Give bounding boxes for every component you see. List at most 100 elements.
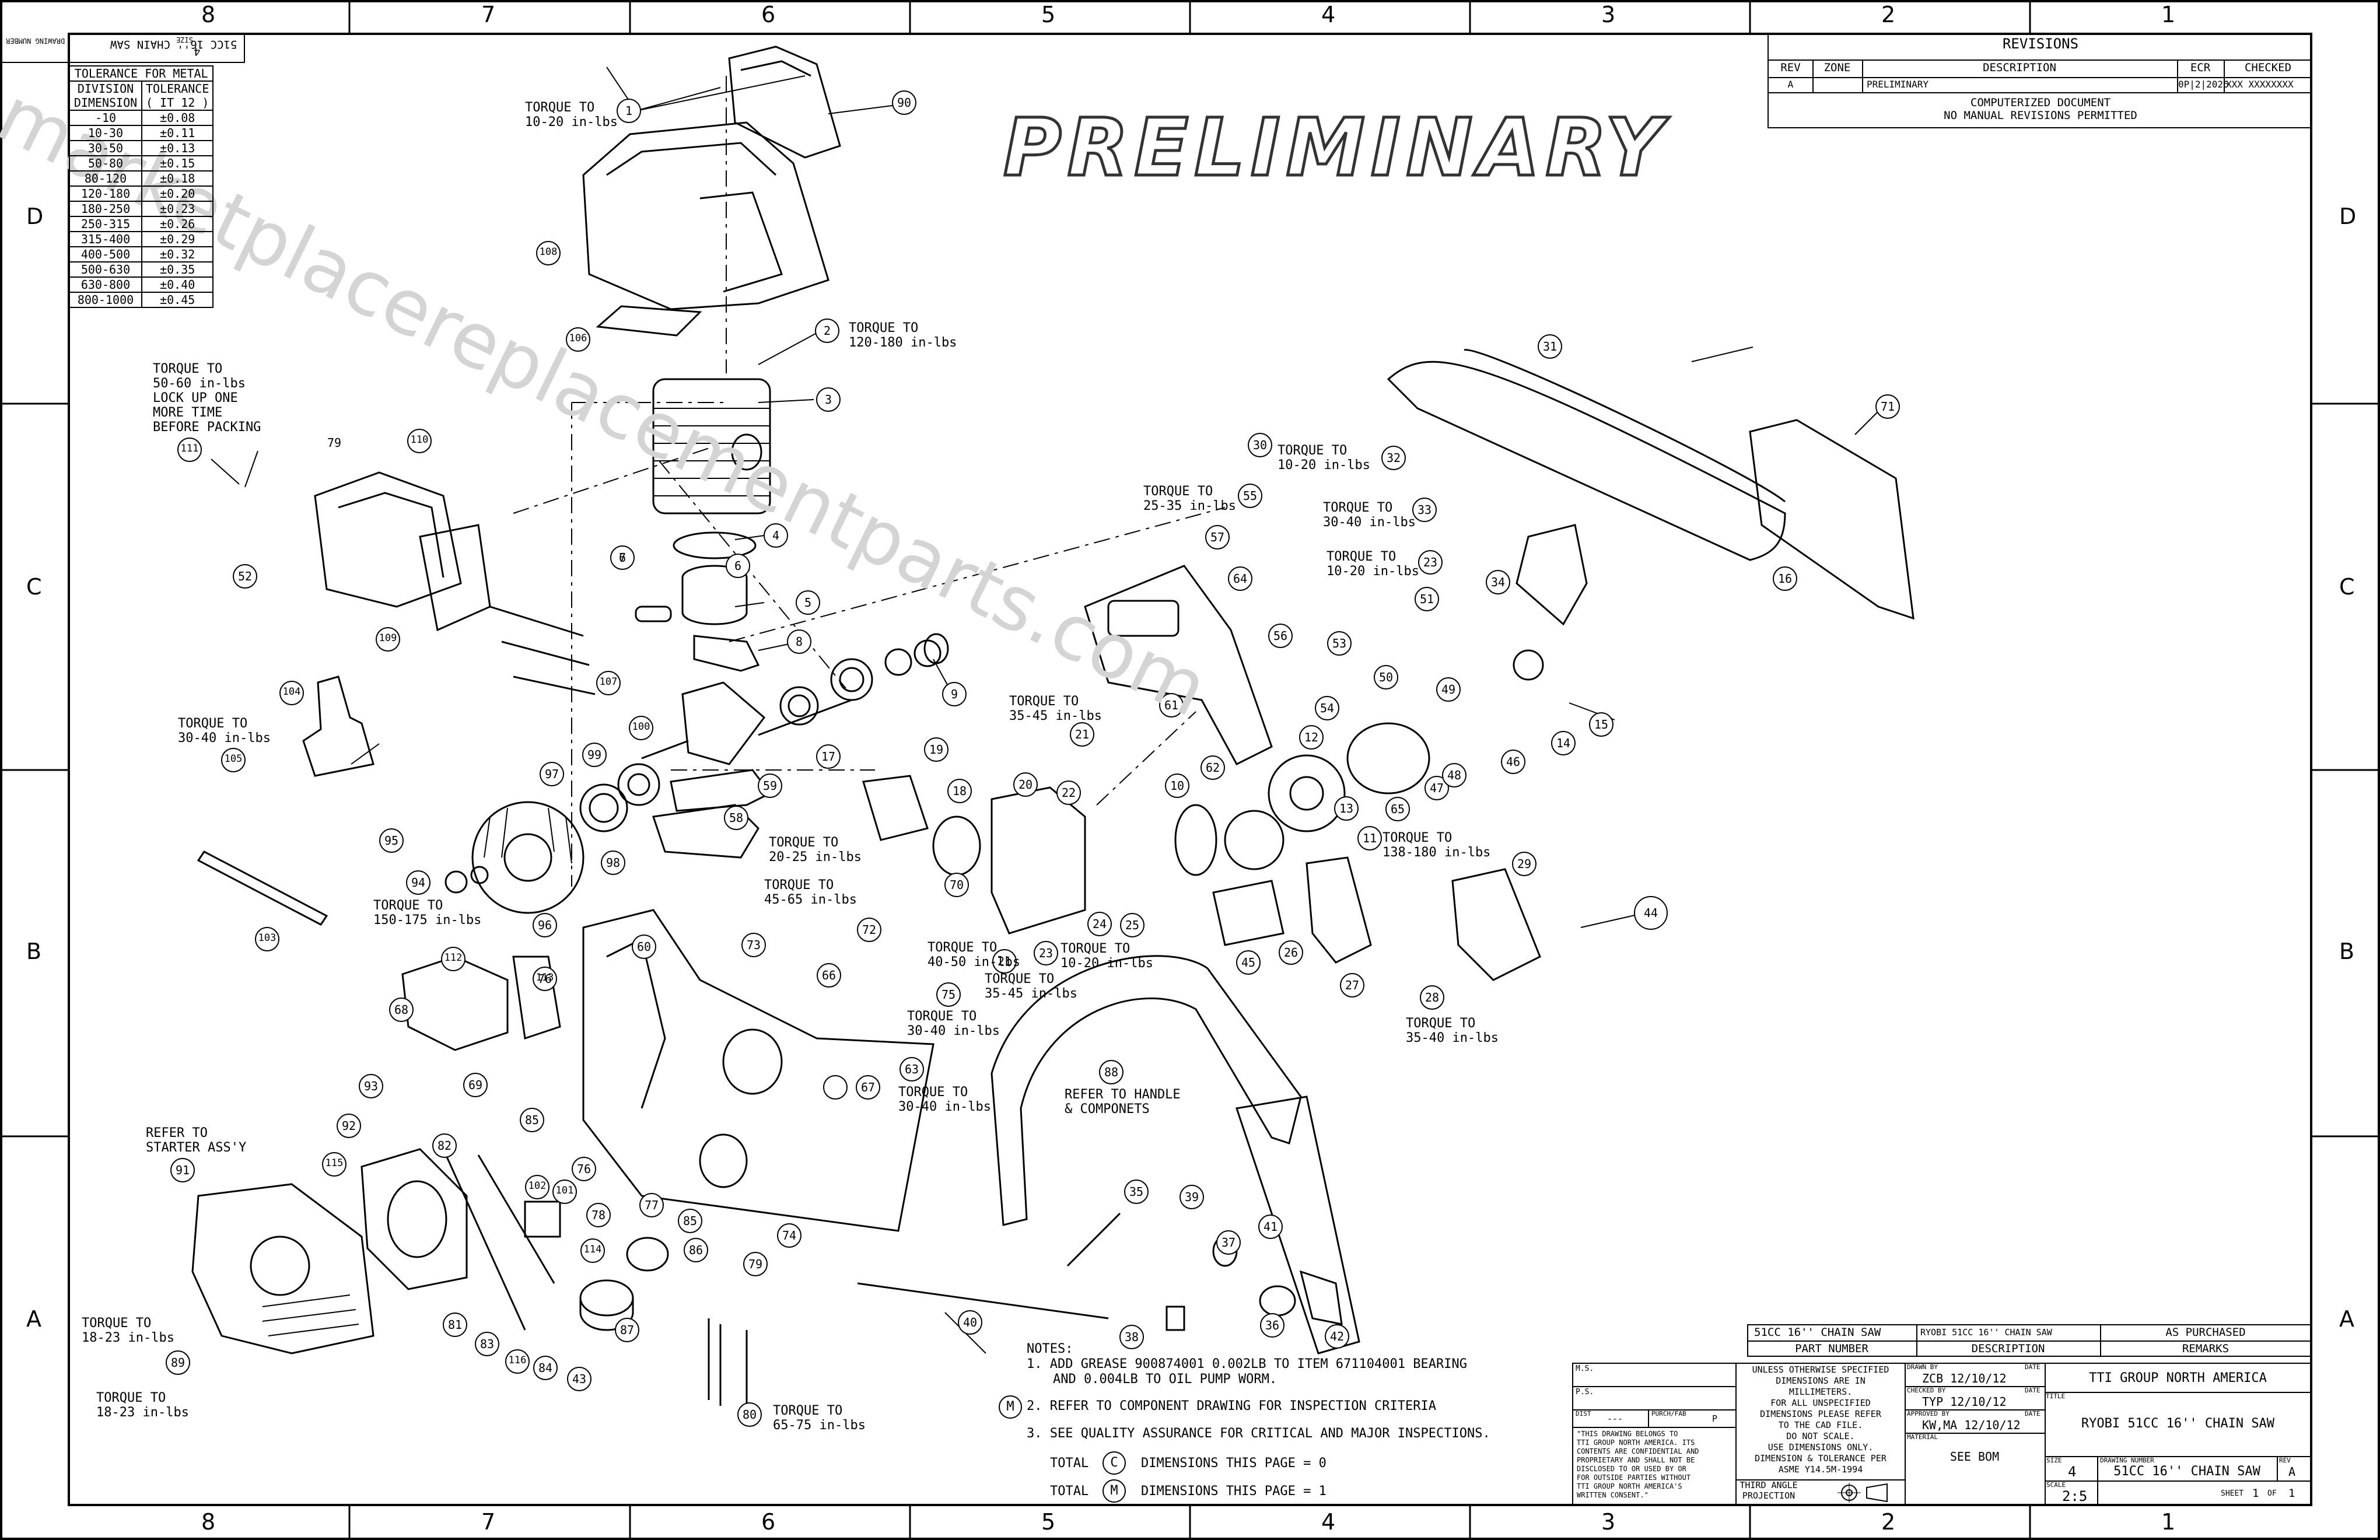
tolerance-value-cell: ±0.20 xyxy=(141,186,214,202)
revisions-block: REVISIONS REV ZONE DESCRIPTION ECR CHECK… xyxy=(1768,34,2312,128)
checked-by-label: CHECKED BY xyxy=(1907,1387,1946,1394)
annotation-torque_21-line: 35-45 in-lbs xyxy=(1009,709,1102,723)
legal-line: TTI GROUP NORTH AMERICA. ITS xyxy=(1577,1438,1695,1447)
flipped-chain-saw-label: 51CC 16'' CHAIN SAW xyxy=(110,37,237,51)
callout-95: 95 xyxy=(384,834,399,848)
parts-linework xyxy=(191,46,1915,1406)
rev-header-checked: CHECKED xyxy=(2244,61,2292,74)
tolerance-division-cell: 630-800 xyxy=(69,276,142,293)
unless-line: UNLESS OTHERWISE SPECIFIED xyxy=(1752,1364,1889,1375)
flipped-drawing-number-label: DRAWING NUMBER xyxy=(6,36,65,45)
tolerance-division-cell: -10 xyxy=(69,110,142,126)
approved-by-value: KW,MA 12/10/12 xyxy=(1922,1418,2021,1432)
tolerance-row: 10-30±0.11 xyxy=(69,125,214,141)
callout-77: 77 xyxy=(644,1198,659,1212)
annotation-torque_111-line: LOCK UP ONE xyxy=(153,391,238,405)
unless-line: MILLIMETERS. xyxy=(1788,1387,1853,1397)
legal-line: FOR OUTSIDE PARTIES WITHOUT xyxy=(1577,1474,1691,1482)
callout-81: 81 xyxy=(447,1318,463,1332)
of-value: 1 xyxy=(2288,1487,2295,1500)
zone-col-8-top: 8 xyxy=(201,2,216,27)
annotation-torque_11-line: TORQUE TO xyxy=(1382,831,1452,845)
crankshaft xyxy=(681,681,766,765)
callout-53: 53 xyxy=(1332,636,1347,650)
annotation-refer_starter-line: REFER TO xyxy=(146,1126,208,1140)
rev-header-ecr: ECR xyxy=(2190,61,2211,74)
annotation-torque_63b-line: 30-40 in-lbs xyxy=(898,1100,991,1114)
callout-71: 71 xyxy=(1880,400,1895,414)
third-angle-line2: PROJECTION xyxy=(1742,1490,1796,1501)
callout-76b: 76 xyxy=(537,972,552,986)
callout-47: 47 xyxy=(1429,781,1444,795)
callout-41: 41 xyxy=(1263,1220,1278,1234)
drawing-number-label: DRAWING NUMBER xyxy=(2100,1457,2154,1464)
callout-63: 63 xyxy=(904,1062,919,1076)
tolerance-row: 400-500±0.32 xyxy=(69,246,214,262)
callout-80: 80 xyxy=(742,1408,757,1422)
flipped-size-label: SIZE xyxy=(176,35,193,44)
callout-19: 19 xyxy=(929,743,944,757)
callout-34: 34 xyxy=(1490,575,1506,589)
third-angle-symbol xyxy=(1838,1483,1888,1503)
flipped-size-value: 4 xyxy=(194,44,201,58)
part-number-value: 51CC 16'' CHAIN SAW xyxy=(1754,1326,1881,1339)
m-dimensions-text: DIMENSIONS THIS PAGE = 1 xyxy=(1141,1484,1326,1499)
annotation-torque_63b-line: TORQUE TO xyxy=(898,1085,968,1100)
callout-32: 32 xyxy=(1386,451,1401,465)
annotation-torque_80-line: TORQUE TO xyxy=(773,1404,843,1418)
annotation-torque_1-line: TORQUE TO xyxy=(525,100,595,115)
callout-78: 78 xyxy=(591,1208,606,1222)
rev-value: A xyxy=(2288,1465,2296,1479)
tolerance-division-cell: 10-30 xyxy=(69,125,142,141)
callout-55: 55 xyxy=(1242,489,1258,503)
tolerance-division-cell: 180-250 xyxy=(69,201,142,217)
revisions-title: REVISIONS xyxy=(2002,36,2079,52)
note-1-cont: AND 0.004LB TO OIL PUMP WORM. xyxy=(1053,1372,1278,1387)
tolerance-value-cell: ±0.40 xyxy=(141,276,214,293)
tolerance-value-cell: ±0.29 xyxy=(141,231,214,247)
annotation-torque_11-line: 138-180 in-lbs xyxy=(1382,845,1491,860)
rev-note-line1: COMPUTERIZED DOCUMENT xyxy=(1970,96,2111,109)
callout-5: 5 xyxy=(804,596,812,610)
tolerance-division-cell: 800-1000 xyxy=(69,292,142,308)
callout-98: 98 xyxy=(606,856,621,870)
checked-date-label: DATE xyxy=(2025,1387,2041,1394)
callout-15: 15 xyxy=(1594,718,1609,732)
callout-60: 60 xyxy=(636,940,652,954)
callout-113: 113 xyxy=(536,972,554,984)
flipped-title-box: 51CC 16'' CHAIN SAW DRAWING NUMBER SIZE … xyxy=(0,34,245,63)
tolerance-header-division: DIVISION DIMENSION xyxy=(69,80,142,111)
tolerance-value-cell: ±0.45 xyxy=(141,292,214,308)
annotation-torque_89-line: TORQUE TO xyxy=(96,1391,166,1405)
title-value: RYOBI 51CC 16'' CHAIN SAW xyxy=(2081,1416,2275,1431)
hand-guard xyxy=(1084,565,1273,765)
front-handle xyxy=(991,955,1302,1226)
checked-by-value: TYP 12/10/12 xyxy=(1922,1395,2007,1409)
rev-row-ecr: 0P|2|2026 xyxy=(2178,79,2229,90)
unless-line: TO THE CAD FILE. xyxy=(1778,1420,1863,1430)
zone-col-1-top: 1 xyxy=(2161,2,2176,27)
callout-2: 2 xyxy=(823,324,831,338)
annotation-torque_111-line: MORE TIME xyxy=(153,405,223,420)
total-label-m: TOTAL xyxy=(1050,1484,1089,1499)
callout-59: 59 xyxy=(762,779,778,793)
annotation-refer_handle-line: & COMPONETS xyxy=(1065,1102,1150,1116)
tolerance-row: 80-120±0.18 xyxy=(69,170,214,187)
callout-109: 109 xyxy=(379,632,397,644)
dist-label: DIST xyxy=(1576,1410,1591,1418)
zone-col-2-bottom: 2 xyxy=(1881,1509,1896,1535)
purch-label: PURCH/FAB xyxy=(1651,1410,1686,1418)
air-filter-cover xyxy=(728,46,841,159)
callout-12: 12 xyxy=(1304,730,1319,744)
annotation-torque_63a-line: TORQUE TO xyxy=(907,1009,977,1024)
annotation-torque_23-line: 10-20 in-lbs xyxy=(1060,956,1153,971)
callout-104: 104 xyxy=(282,686,301,698)
c-dimensions-text: DIMENSIONS THIS PAGE = 0 xyxy=(1141,1456,1326,1471)
annotation-torque_23b-line: 10-20 in-lbs xyxy=(1326,564,1419,579)
callout-110: 110 xyxy=(410,434,429,446)
callout-38: 38 xyxy=(1124,1330,1139,1344)
annotation-torque_94-line: 150-175 in-lbs xyxy=(373,913,482,928)
tolerance-value-cell: ±0.23 xyxy=(141,201,214,217)
callout-82: 82 xyxy=(437,1139,452,1153)
callout-70: 70 xyxy=(949,878,964,892)
